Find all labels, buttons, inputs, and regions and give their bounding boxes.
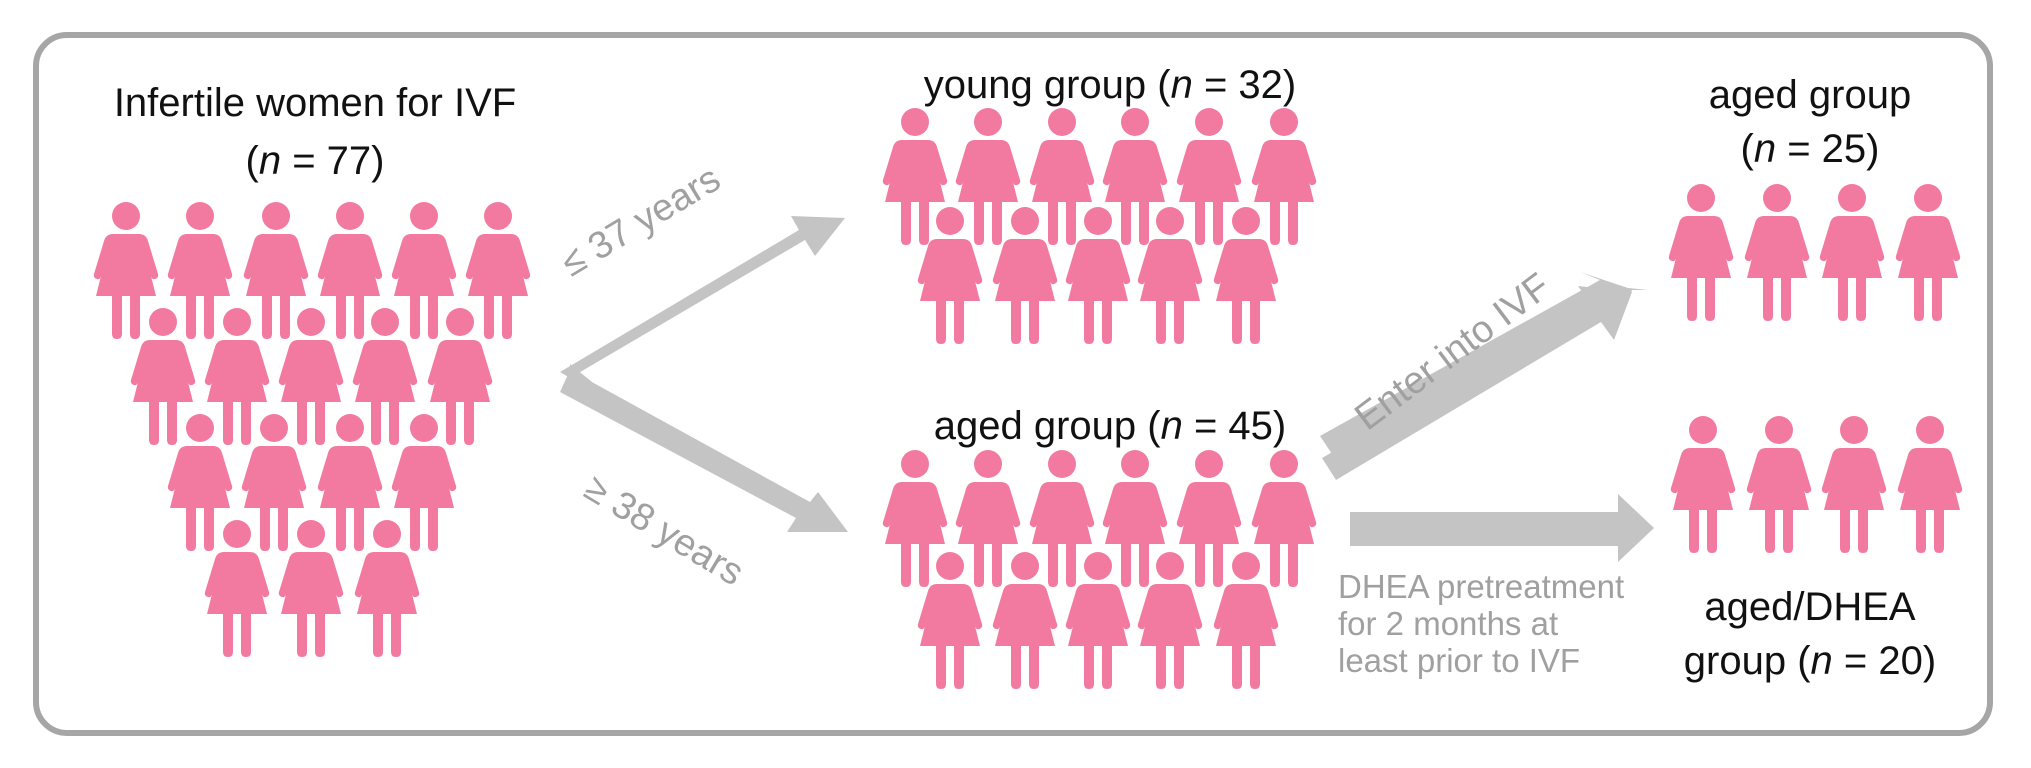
young-woman-icon — [992, 207, 1058, 344]
dhea-note: DHEA pretreatment for 2 months at least … — [1338, 568, 1624, 679]
n-symbol: n — [1160, 404, 1183, 448]
aged_dhea-woman-icon — [1897, 416, 1963, 553]
n-symbol: n — [1753, 127, 1777, 171]
aged_ivf-woman-icon — [1668, 184, 1734, 321]
young-woman-icon — [1213, 207, 1279, 344]
aged-ivf-count: (n = 25) — [1740, 127, 1880, 171]
aged_dhea-woman-icon — [1670, 416, 1736, 553]
aged-woman-icon — [1251, 450, 1317, 587]
infertile-count: (n = 77) — [245, 139, 385, 183]
young-woman-icon — [1251, 108, 1317, 245]
split-arrow-lower — [560, 370, 848, 532]
aged-woman-icon — [1176, 450, 1242, 587]
aged-woman-icon — [955, 450, 1021, 587]
infertile-woman-icon — [167, 414, 233, 551]
young-group-title: young group (n = 32) — [923, 63, 1297, 107]
aged-woman-icon — [992, 552, 1058, 689]
aged_ivf-woman-icon — [1744, 184, 1810, 321]
n-symbol: n — [1170, 63, 1193, 107]
infertile-woman-icon — [93, 202, 159, 339]
aged-dhea-title: aged/DHEA — [1704, 585, 1916, 629]
infertile-woman-icon — [354, 520, 420, 657]
infertile-woman-icon — [241, 414, 307, 551]
ivf-arrow — [1322, 286, 1632, 480]
infertile-woman-icon — [278, 520, 344, 657]
young-woman-icon — [1176, 108, 1242, 245]
infertile-woman-icon — [204, 520, 270, 657]
infertile-title: Infertile women for IVF — [113, 81, 517, 125]
dhea-note-line-3: least prior to IVF — [1338, 642, 1581, 679]
infertile-woman-icon — [204, 308, 270, 445]
n-symbol: n — [1810, 639, 1833, 683]
aged_ivf-woman-icon — [1819, 184, 1885, 321]
aged-ivf-title: aged group — [1708, 73, 1912, 117]
aged-woman-icon — [1213, 552, 1279, 689]
arrows-layer — [560, 216, 1654, 562]
young-woman-icon — [955, 108, 1021, 245]
infertile-woman-icon — [465, 202, 531, 339]
aged_ivf-woman-icon — [1895, 184, 1961, 321]
infertile-woman-icon — [130, 308, 196, 445]
infertile-woman-icon — [167, 202, 233, 339]
dhea-note-line-2: for 2 months at — [1338, 605, 1559, 642]
aged_dhea-woman-icon — [1746, 416, 1812, 553]
n-symbol: n — [258, 139, 282, 183]
split-arrow-upper — [560, 216, 845, 378]
aged-dhea-count: group (n = 20) — [1683, 639, 1937, 683]
aged_dhea-woman-icon — [1821, 416, 1887, 553]
aged-group-title: aged group (n = 45) — [933, 404, 1287, 448]
split-arrow-joint — [570, 364, 592, 396]
dhea-note-line-1: DHEA pretreatment — [1338, 568, 1625, 605]
dhea-arrow — [1350, 494, 1654, 562]
